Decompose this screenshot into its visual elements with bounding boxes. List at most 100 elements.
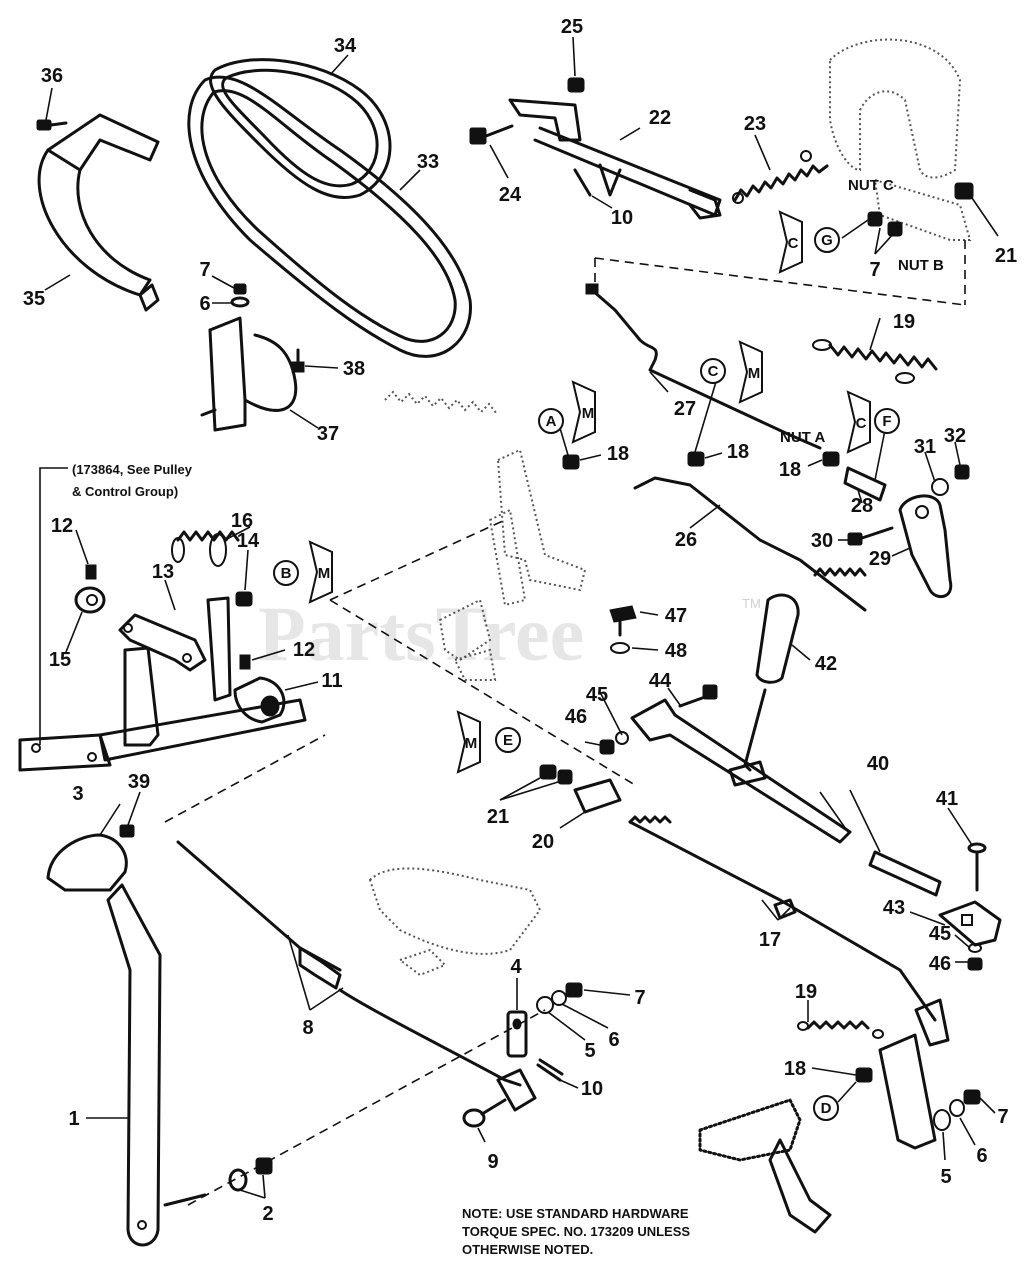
flag-c-1: C [778, 210, 803, 274]
part-43-bracket [938, 900, 1002, 947]
part-10-cotter-pin [536, 1058, 564, 1082]
part-40-shaft [630, 698, 942, 897]
label-18-nut-a: 18 [779, 459, 801, 481]
label-21-top: 21 [995, 245, 1017, 267]
part-33-belt-inner [209, 58, 392, 200]
part-15-collar [74, 586, 106, 614]
nut-b [887, 221, 903, 237]
part-18-nut-c [687, 451, 705, 467]
label-24: 24 [499, 184, 522, 206]
part-6-washer-top [230, 296, 250, 308]
label-46-right: 46 [929, 953, 951, 975]
part-21-nut-top [954, 182, 974, 200]
part-36-bolt [36, 119, 68, 131]
callout-line-2: & Control Group) [72, 484, 178, 499]
label-3: 3 [72, 783, 83, 805]
part-17-rod [628, 815, 937, 1022]
reference-circle-c-mid: C [700, 358, 726, 384]
part-12-bolt-center [239, 654, 251, 670]
label-42: 42 [815, 653, 837, 675]
part-38-bolt [291, 348, 305, 373]
svg-text:A: A [546, 413, 557, 430]
left-shaft-ghost [18, 596, 307, 772]
label-27: 27 [674, 398, 696, 420]
label-30: 30 [811, 530, 833, 552]
part-20-sleeve [573, 778, 622, 814]
label-36: 36 [41, 65, 63, 87]
part-4-plate [506, 1010, 528, 1058]
part-6-washer-right [949, 1099, 965, 1117]
part-25-nut [567, 77, 585, 93]
label-14: 14 [237, 530, 260, 552]
label-17: 17 [759, 929, 781, 951]
label-35: 35 [23, 288, 45, 310]
nut-a-label: NUT A [780, 429, 825, 446]
label-6-right: 6 [976, 1145, 987, 1167]
label-48: 48 [665, 640, 687, 662]
label-12-left: 12 [51, 515, 73, 537]
nut-c [867, 211, 883, 227]
part-11-bushing [233, 676, 286, 724]
svg-text:C: C [708, 363, 719, 380]
lower-right-bracket [878, 998, 950, 1150]
label-18-a: 18 [607, 443, 629, 465]
part-7-nut-top [233, 283, 247, 295]
label-46: 46 [565, 706, 587, 728]
part-13-bracket [118, 613, 207, 672]
label-5: 5 [584, 1040, 595, 1062]
label-4: 4 [510, 956, 522, 978]
part-8-rod [176, 840, 522, 1087]
label-10-top: 10 [611, 207, 633, 229]
part-27-rod [585, 283, 822, 450]
part-16-spring [171, 530, 240, 567]
ghost-pedal-right [698, 1098, 832, 1234]
part-18-nut-center [562, 454, 580, 470]
part-45-washer [615, 731, 629, 745]
leader-lines [44, 36, 999, 1199]
label-47: 47 [665, 605, 687, 627]
watermark: PartsTree [258, 590, 584, 677]
label-44: 44 [649, 670, 672, 692]
part-31-washer [931, 478, 949, 496]
part-3-pedal-pad [46, 833, 128, 892]
label-43: 43 [883, 897, 905, 919]
ghost-pedal-center [368, 867, 542, 977]
dashed-leader-1 [329, 519, 506, 601]
label-5-right: 5 [940, 1166, 951, 1188]
part-21-nuts-mid [539, 764, 573, 785]
label-7-g: 7 [869, 259, 880, 281]
flag-c-2: C [846, 390, 871, 454]
part-5-washer-right [933, 1109, 951, 1131]
part-7-nut-right [963, 1089, 981, 1105]
part-47-bolt [609, 605, 637, 637]
flag-m-2: M [738, 340, 763, 404]
label-15: 15 [49, 649, 71, 671]
reference-circle-a: A [538, 408, 564, 434]
svg-text:C: C [788, 235, 799, 252]
svg-text:B: B [281, 565, 292, 582]
reference-circle-b: B [273, 560, 299, 586]
label-32: 32 [944, 425, 966, 447]
svg-text:M: M [748, 365, 761, 382]
watermark-tm: TM [742, 596, 761, 611]
label-6-top: 6 [199, 293, 210, 315]
label-33: 33 [417, 151, 439, 173]
reference-circle-e: E [495, 727, 521, 753]
label-10: 10 [581, 1078, 603, 1100]
label-31: 31 [914, 436, 936, 458]
part-23-spring [732, 150, 829, 204]
label-22: 22 [649, 107, 671, 129]
part-29-lever [898, 494, 953, 599]
central-bracket-ghost [438, 448, 587, 681]
part-44-bolt [678, 684, 718, 708]
part-26-rod [633, 476, 867, 612]
nut-c-label: NUT C [848, 177, 894, 194]
label-28: 28 [851, 495, 873, 517]
svg-text:M: M [465, 735, 478, 752]
part-19-spring-lower [797, 1020, 884, 1039]
flag-m-1: M [571, 380, 596, 444]
flag-m-4: M [456, 710, 481, 774]
label-12-center: 12 [293, 639, 315, 661]
note-line-2: TORQUE SPEC. NO. 173209 UNLESS [462, 1224, 690, 1239]
label-37: 37 [317, 423, 339, 445]
